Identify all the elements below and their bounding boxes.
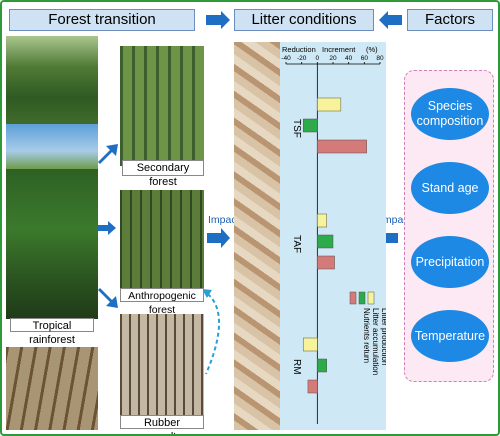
impact-label-left: Impact — [208, 214, 240, 226]
bar-tsf-litter-production — [317, 97, 342, 112]
photo-rubber-monoculture — [120, 314, 204, 416]
arrow-head-icon — [202, 289, 212, 298]
legend-swatch — [349, 291, 357, 305]
x-tick-label: 40 — [345, 55, 353, 62]
axis-title-reduction: Reduction — [282, 45, 316, 54]
bar-tsf-litter-accumulation — [302, 118, 318, 133]
x-tick-label: 0 — [316, 55, 320, 62]
header-factors: Factors — [407, 9, 493, 31]
bar-taf-litter-accumulation — [317, 234, 334, 249]
photo-tropical-sky — [6, 124, 98, 169]
label-tropical-rainforest: Tropical rainforest — [10, 318, 94, 346]
x-tick-label: 60 — [361, 55, 369, 62]
photo-tropical-top — [6, 36, 98, 124]
bar-taf-litter-production — [317, 213, 327, 228]
label-rubber-monoculture: Rubber monoculture — [120, 415, 204, 434]
label-anthropogenic-forest: Anthropogenic forest — [120, 288, 204, 316]
axis-title-increment: Increment — [322, 45, 356, 54]
photo-secondary-forest — [120, 46, 204, 166]
header-litter-conditions: Litter conditions — [234, 9, 374, 31]
header-forest-transition: Forest transition — [9, 9, 195, 31]
photo-anthropogenic-forest — [120, 190, 204, 290]
x-tick-label: 80 — [376, 55, 384, 62]
bar-tsf-nutrients-return — [317, 139, 367, 154]
dashed-curve — [201, 289, 221, 375]
arrow-left-icon — [379, 11, 402, 29]
arrow-down-right-icon — [98, 288, 118, 308]
factor-species-composition: Species composition — [411, 88, 489, 140]
category-label-rm: RM — [291, 359, 302, 375]
impact-label-right: Impact — [380, 214, 412, 226]
photo-litter-background — [234, 42, 284, 430]
legend-label: Nutrients return — [362, 308, 371, 363]
factor-stand-age: Stand age — [411, 162, 489, 214]
axis-unit: (%) — [366, 45, 378, 54]
x-tick-label: 20 — [329, 55, 337, 62]
photo-rubber-left — [6, 347, 98, 430]
factor-temperature: Temperature — [411, 310, 489, 362]
arrow-right-icon — [98, 221, 116, 235]
legend-swatch — [358, 291, 366, 305]
bar-rm-litter-accumulation — [317, 358, 327, 373]
arrow-right-icon — [206, 11, 230, 29]
category-label-tsf: TSF — [291, 119, 302, 138]
bar-taf-nutrients-return — [317, 255, 335, 270]
legend-label: Litter production — [380, 308, 386, 365]
bar-rm-nutrients-return — [307, 379, 318, 394]
photo-tropical-main — [6, 169, 98, 319]
legend-swatch — [367, 291, 375, 305]
arrow-up-right-icon — [98, 144, 118, 164]
x-tick-label: -40 — [281, 55, 291, 62]
category-label-taf: TAF — [291, 235, 302, 253]
factor-precipitation: Precipitation — [411, 236, 489, 288]
label-secondary-forest: Secondary forest — [122, 160, 204, 188]
legend-label: Litter accumulation — [371, 308, 380, 375]
impact-arrow-icon — [207, 228, 230, 248]
bar-rm-litter-production — [302, 337, 318, 352]
x-tick-label: -20 — [297, 55, 307, 62]
